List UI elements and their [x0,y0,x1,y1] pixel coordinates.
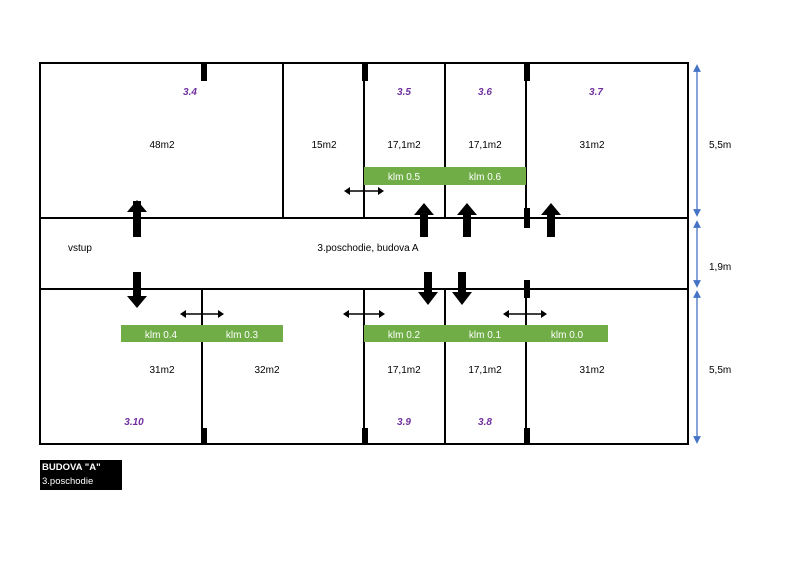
pillar [524,63,530,81]
room-number: 3.10 [124,417,144,428]
ac-label-klm01: klm 0.1 [469,330,502,341]
room-area: 31m2 [149,365,174,376]
room-area: 17,1m2 [387,365,421,376]
ac-label-klm00: klm 0.0 [551,330,584,341]
door-down-arrow-icon [418,272,438,305]
dimension-bottom-label: 5,5m [709,365,731,376]
door-up-arrow-icon [414,203,434,237]
legend-box: BUDOVA "A" 3.poschodie [40,460,122,490]
room-area: 32m2 [254,365,279,376]
ac-unit-klm05 [364,167,445,185]
pillar [524,280,530,298]
pillar [524,208,530,228]
door-up-arrow-icon [541,203,561,237]
ac-unit-klm06 [445,167,526,185]
room-number: 3.8 [478,417,492,428]
pillar [201,428,207,444]
door-down-arrow-icon [452,272,472,305]
room-area: 17,1m2 [468,365,502,376]
passage-arrows [180,187,547,318]
pillar [362,63,368,81]
dimension-top-label: 5,5m [709,140,731,151]
room-area: 17,1m2 [468,140,502,151]
ac-label-klm06: klm 0.6 [469,172,502,183]
room-number: 3.7 [589,87,603,98]
room-area: 31m2 [579,365,604,376]
ac-label-klm04: klm 0.4 [145,330,178,341]
door-arrows [127,200,561,308]
room-number: 3.9 [397,417,411,428]
door-down-arrow-icon [127,272,147,308]
ac-label-klm05: klm 0.5 [388,172,421,183]
ac-unit-klm00 [526,325,608,342]
corridor-title: 3.poschodie, budova A [317,243,419,254]
ac-unit-klm04 [121,325,202,342]
door-up-arrow-icon [127,200,147,237]
pillar [201,63,207,81]
room-area: 31m2 [579,140,604,151]
room-number: 3.5 [397,87,411,98]
room-area: 15m2 [311,140,336,151]
ac-unit-klm03 [202,325,283,342]
room-area: 17,1m2 [387,140,421,151]
ac-units: klm 0.5 klm 0.6 klm 0.4 klm 0.3 klm 0.2 … [121,167,608,342]
dimension-corridor-label: 1,9m [709,262,731,273]
pillar [362,428,368,444]
ac-unit-klm01 [445,325,526,342]
wall-stubs [201,63,530,444]
pillar [524,428,530,444]
ac-unit-klm02 [364,325,445,342]
legend-floor: 3.poschodie [42,476,94,487]
room-numbers: 3.4 3.5 3.6 3.7 3.10 3.9 3.8 [124,87,603,428]
room-area: 48m2 [149,140,174,151]
ac-label-klm02: klm 0.2 [388,330,421,341]
legend-building: BUDOVA "A" [42,462,101,473]
door-up-arrow-icon [457,203,477,237]
room-areas: 48m2 15m2 17,1m2 17,1m2 31m2 31m2 32m2 1… [149,140,604,376]
ac-label-klm03: klm 0.3 [226,330,259,341]
room-number: 3.4 [183,87,197,98]
entrance-label: vstup [68,243,92,254]
room-number: 3.6 [478,87,492,98]
